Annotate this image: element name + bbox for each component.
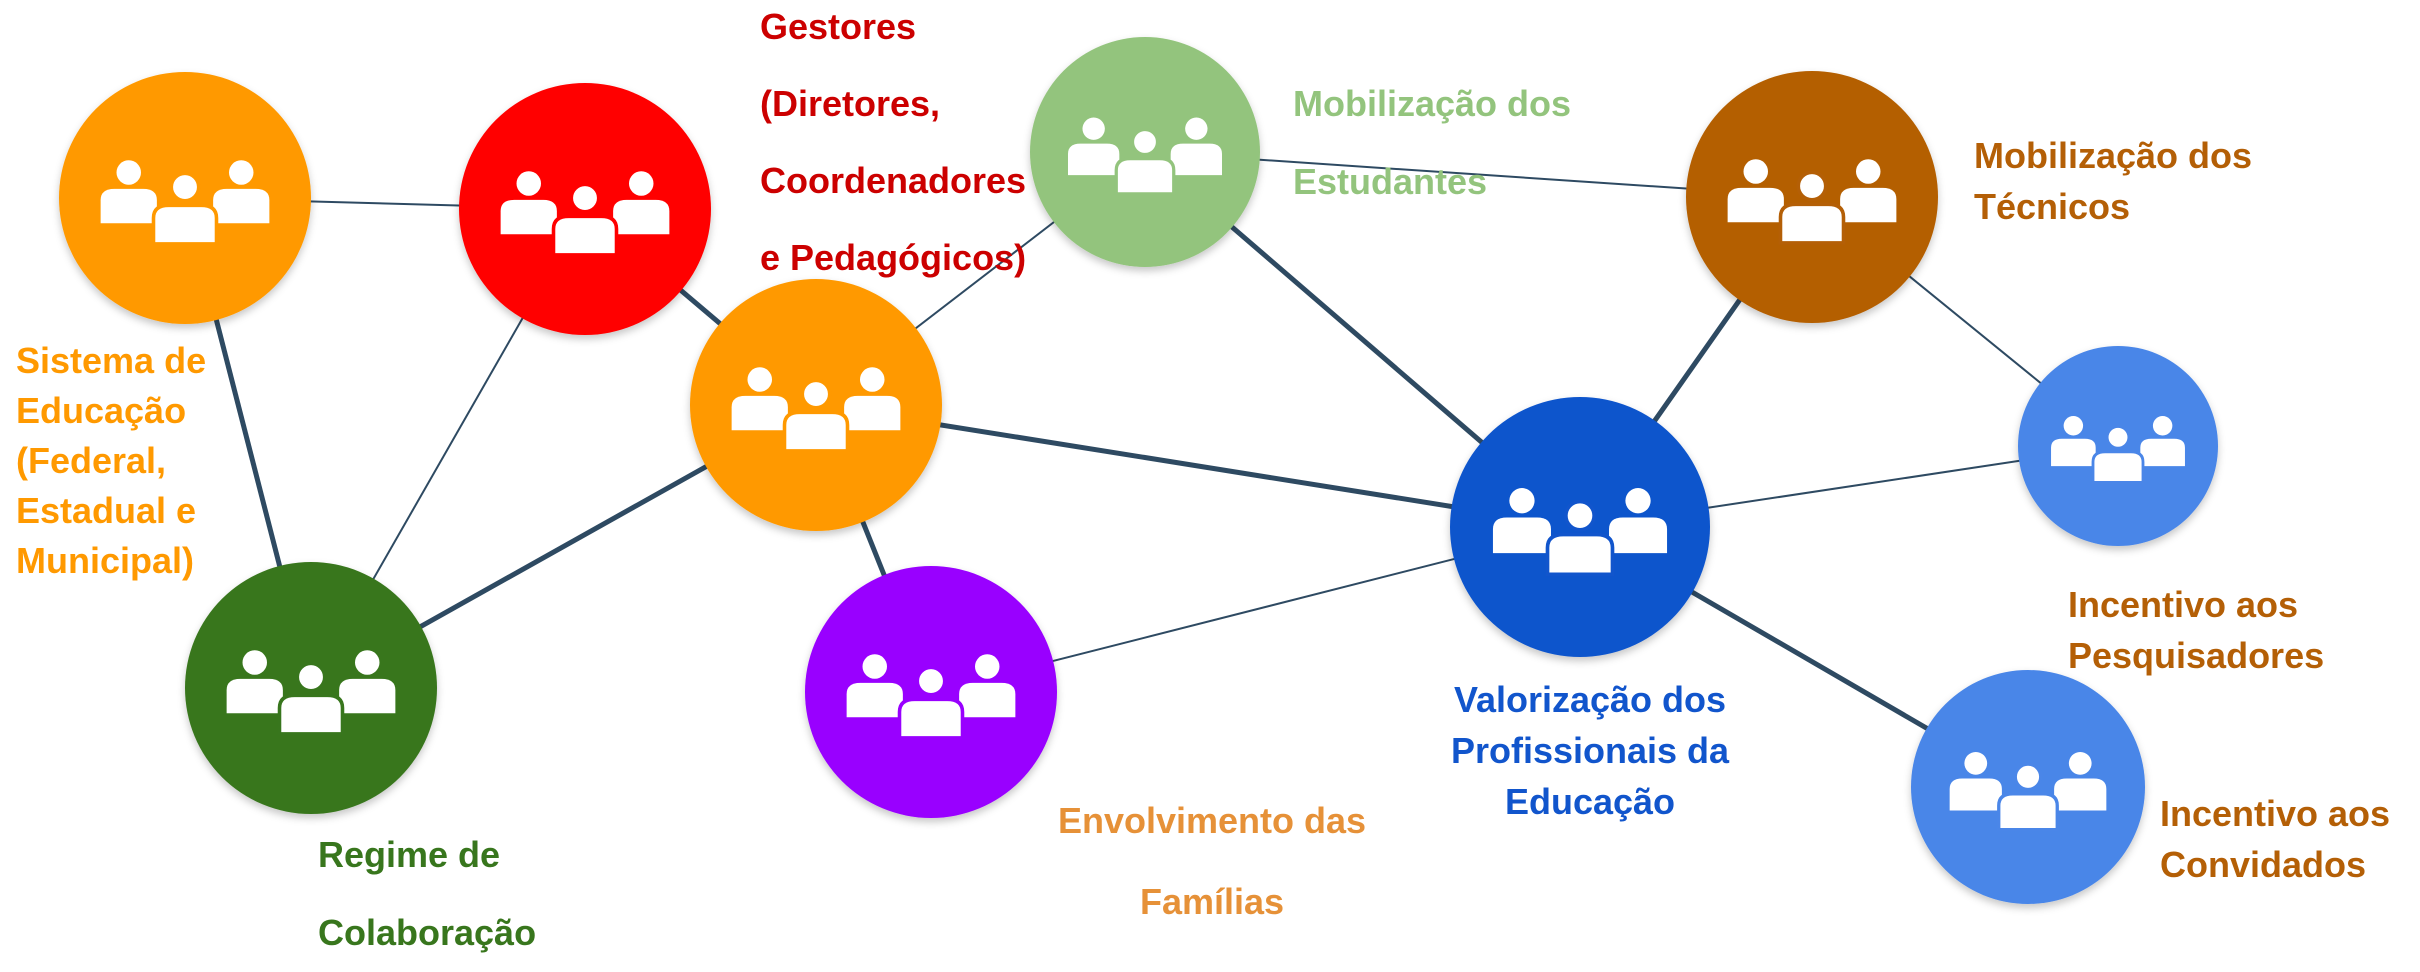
label-line: Incentivo aos [2160, 793, 2391, 834]
node-convidados [1911, 670, 2145, 904]
label-line: Mobilização dos [1293, 83, 1572, 124]
label-line: Envolvimento das [1057, 800, 1367, 841]
node-regime [185, 562, 437, 814]
people-group-icon [500, 171, 670, 257]
label-line: Regime de [318, 834, 501, 875]
label-mobilizacao-tecnicos: Mobilização dos Técnicos [1974, 130, 2252, 232]
people-group-icon [731, 367, 901, 453]
label-regime-colaboracao: Regime de Colaboração [318, 816, 536, 972]
label-line: Educação [16, 390, 187, 431]
node-familias [805, 566, 1057, 818]
label-line: Sistema de [16, 340, 207, 381]
node-pesquisadores [2018, 346, 2218, 546]
node-gestores [459, 83, 711, 335]
node-central [690, 279, 942, 531]
label-line: Valorização dos [1453, 679, 1727, 720]
label-line: Pesquisadores [2068, 635, 2325, 676]
label-line: (Federal, [16, 440, 167, 481]
label-line: Incentivo aos [2068, 584, 2299, 625]
network-diagram [59, 37, 2218, 904]
node-mob-tecnicos [1686, 71, 1938, 323]
label-line: Técnicos [1974, 186, 2131, 227]
people-group-icon [2051, 416, 2185, 484]
label-valorizacao-profissionais: Valorização dos Profissionais da Educaçã… [1430, 674, 1750, 827]
node-mob-estudantes [1030, 37, 1260, 267]
label-line: Municipal) [16, 540, 194, 581]
people-group-icon [100, 160, 270, 246]
label-line: Estadual e [16, 490, 197, 531]
node-sistema [59, 72, 311, 324]
label-incentivo-pesquisadores: Incentivo aos Pesquisadores [2068, 579, 2324, 681]
label-line: Convidados [2160, 844, 2367, 885]
people-group-icon [1067, 117, 1223, 196]
label-line: Colaboração [318, 912, 537, 953]
label-line: Famílias [1139, 881, 1285, 922]
people-group-icon [1492, 488, 1668, 577]
label-sistema-educacao: Sistema de Educação (Federal, Estadual e… [16, 336, 206, 586]
people-group-icon [846, 654, 1016, 740]
label-line: e Pedagógicos) [760, 237, 1027, 278]
label-line: Gestores [760, 6, 917, 47]
people-nodes [59, 37, 2218, 904]
label-line: Educação [1504, 781, 1676, 822]
label-line: Coordenadores [760, 160, 1027, 201]
label-envolvimento-familias: Envolvimento das Famílias [1042, 780, 1382, 942]
label-line: Estudantes [1293, 161, 1488, 202]
people-group-icon [226, 650, 396, 736]
label-incentivo-convidados: Incentivo aos Convidados [2160, 788, 2390, 890]
label-line: Mobilização dos [1974, 135, 2253, 176]
people-group-icon [1949, 751, 2107, 832]
people-group-icon [1727, 159, 1897, 245]
label-line: Profissionais da [1450, 730, 1730, 771]
node-valorizacao [1450, 397, 1710, 657]
label-mobilizacao-estudantes: Mobilização dos Estudantes [1293, 65, 1571, 221]
label-gestores: Gestores (Diretores, Coordenadores e Ped… [760, 0, 1026, 296]
label-line: (Diretores, [760, 83, 941, 124]
